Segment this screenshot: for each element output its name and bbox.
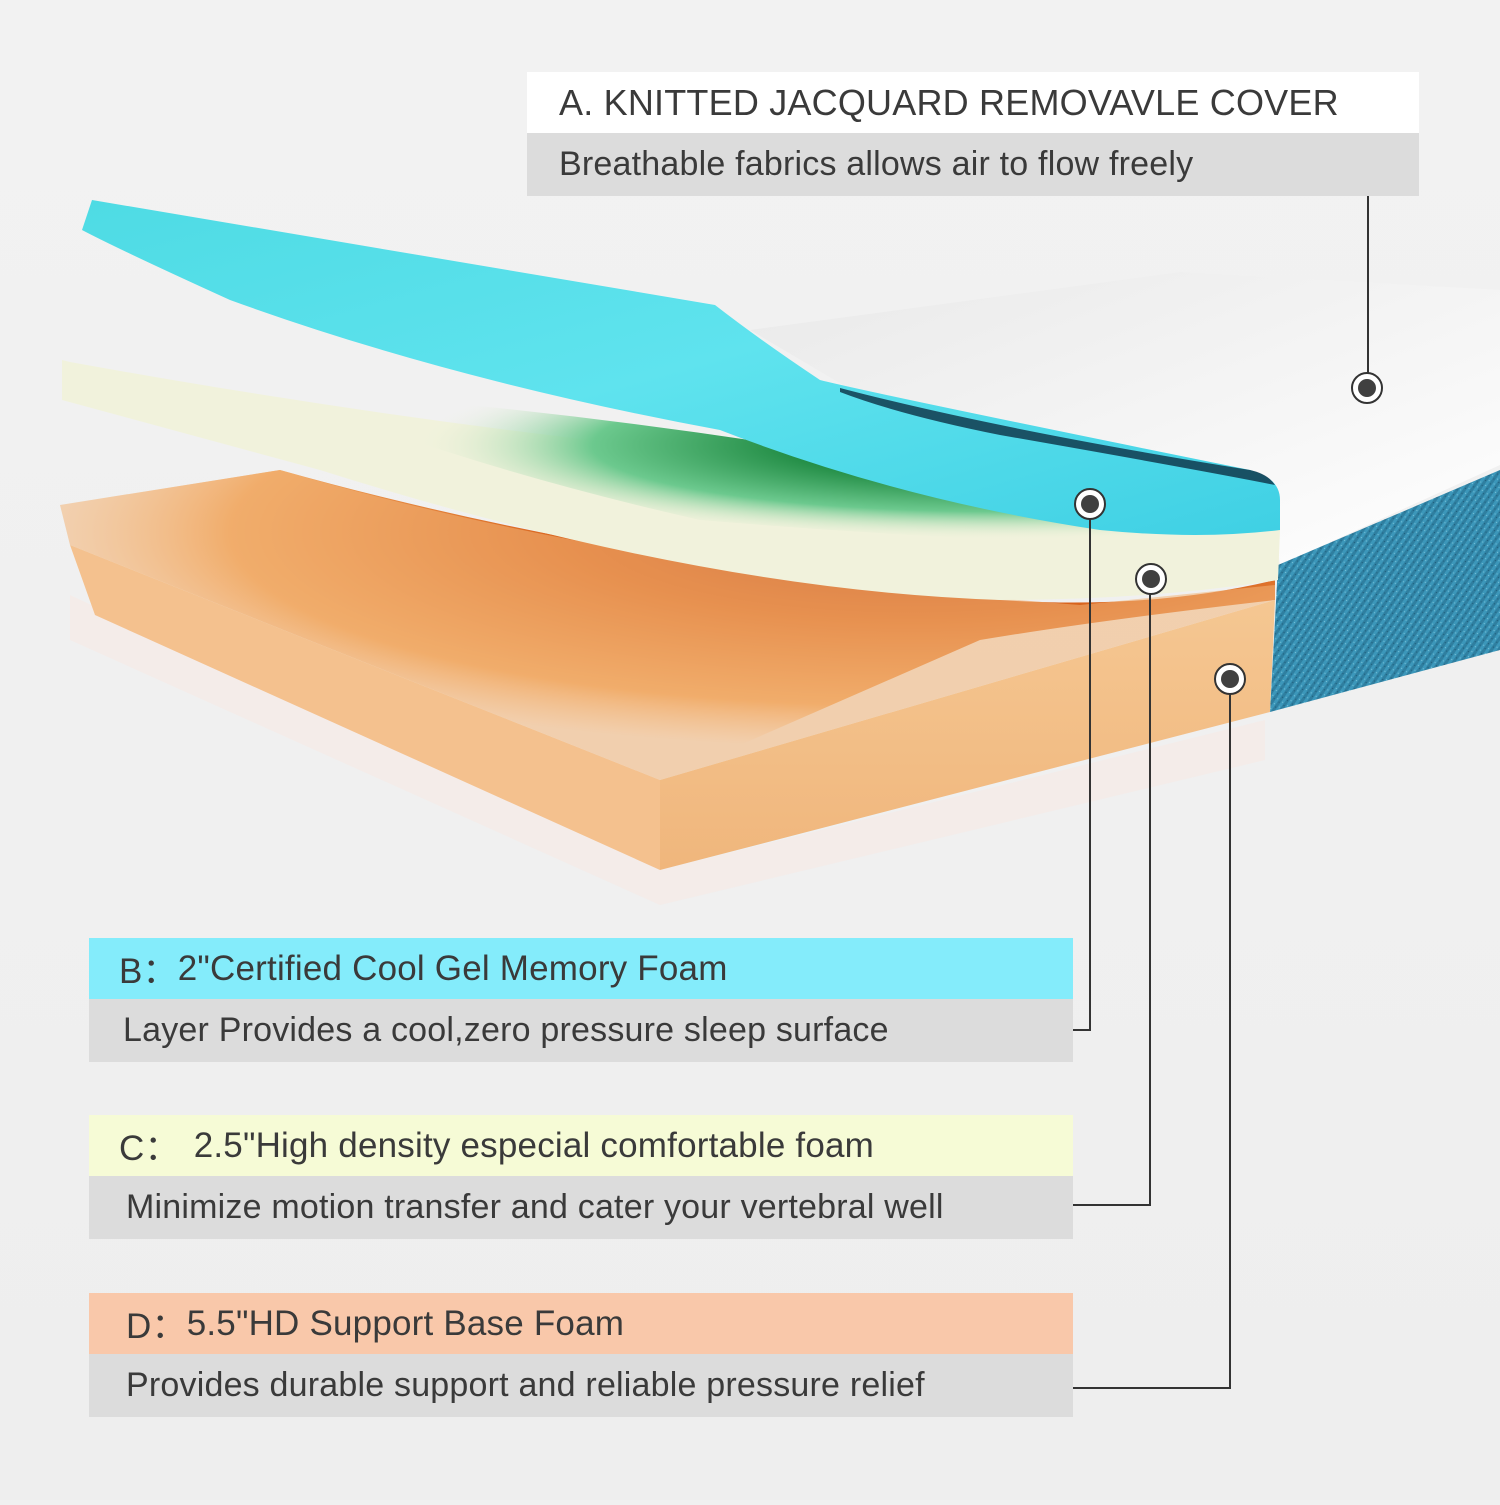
label-gel-foam-letter: B： — [119, 952, 178, 991]
label-cover: A. KNITTED JACQUARD REMOVAVLE COVER Brea… — [527, 72, 1419, 196]
callout-line-c — [1052, 590, 1151, 1206]
gel-foam-gap — [840, 388, 1275, 485]
label-comfort-foam-text: 2.5"High density especial comfortable fo… — [193, 1125, 875, 1165]
base-foam-top-fill — [60, 470, 1275, 780]
label-base-foam-letter: D： — [126, 1307, 187, 1346]
label-comfort-foam-description: Minimize motion transfer and cater your … — [89, 1176, 1073, 1239]
base-foam-right — [660, 600, 1275, 870]
cover-top — [750, 272, 1500, 565]
label-comfort-foam-title: C： 2.5"High density especial comfortable… — [89, 1115, 1073, 1176]
label-base-foam-description: Provides durable support and reliable pr… — [89, 1354, 1073, 1417]
label-comfort-foam: C： 2.5"High density especial comfortable… — [89, 1115, 1073, 1239]
label-gel-foam-description: Layer Provides a cool,zero pressure slee… — [89, 999, 1073, 1062]
base-foam-front — [70, 545, 660, 870]
callout-line-d — [1050, 690, 1231, 1389]
marker-b — [1074, 488, 1106, 520]
label-base-foam-text: 5.5"HD Support Base Foam — [186, 1303, 625, 1343]
floor-reflection — [70, 595, 1265, 905]
label-base-foam-title: D： 5.5"HD Support Base Foam — [89, 1293, 1073, 1354]
cover-side — [1270, 470, 1500, 712]
label-cover-description: Breathable fabrics allows air to flow fr… — [527, 133, 1419, 196]
label-gel-foam-text: 2"Certified Cool Gel Memory Foam — [177, 948, 728, 988]
marker-a — [1351, 372, 1383, 404]
label-cover-title: A. KNITTED JACQUARD REMOVAVLE COVER — [527, 72, 1419, 133]
label-gel-foam-title: B： 2"Certified Cool Gel Memory Foam — [89, 938, 1073, 999]
label-base-foam: D： 5.5"HD Support Base Foam Provides dur… — [89, 1293, 1073, 1417]
marker-d — [1214, 663, 1246, 695]
marker-c — [1135, 563, 1167, 595]
label-comfort-foam-letter: C： — [119, 1129, 180, 1168]
gel-foam — [82, 200, 1280, 535]
label-gel-foam: B： 2"Certified Cool Gel Memory Foam Laye… — [89, 938, 1073, 1062]
